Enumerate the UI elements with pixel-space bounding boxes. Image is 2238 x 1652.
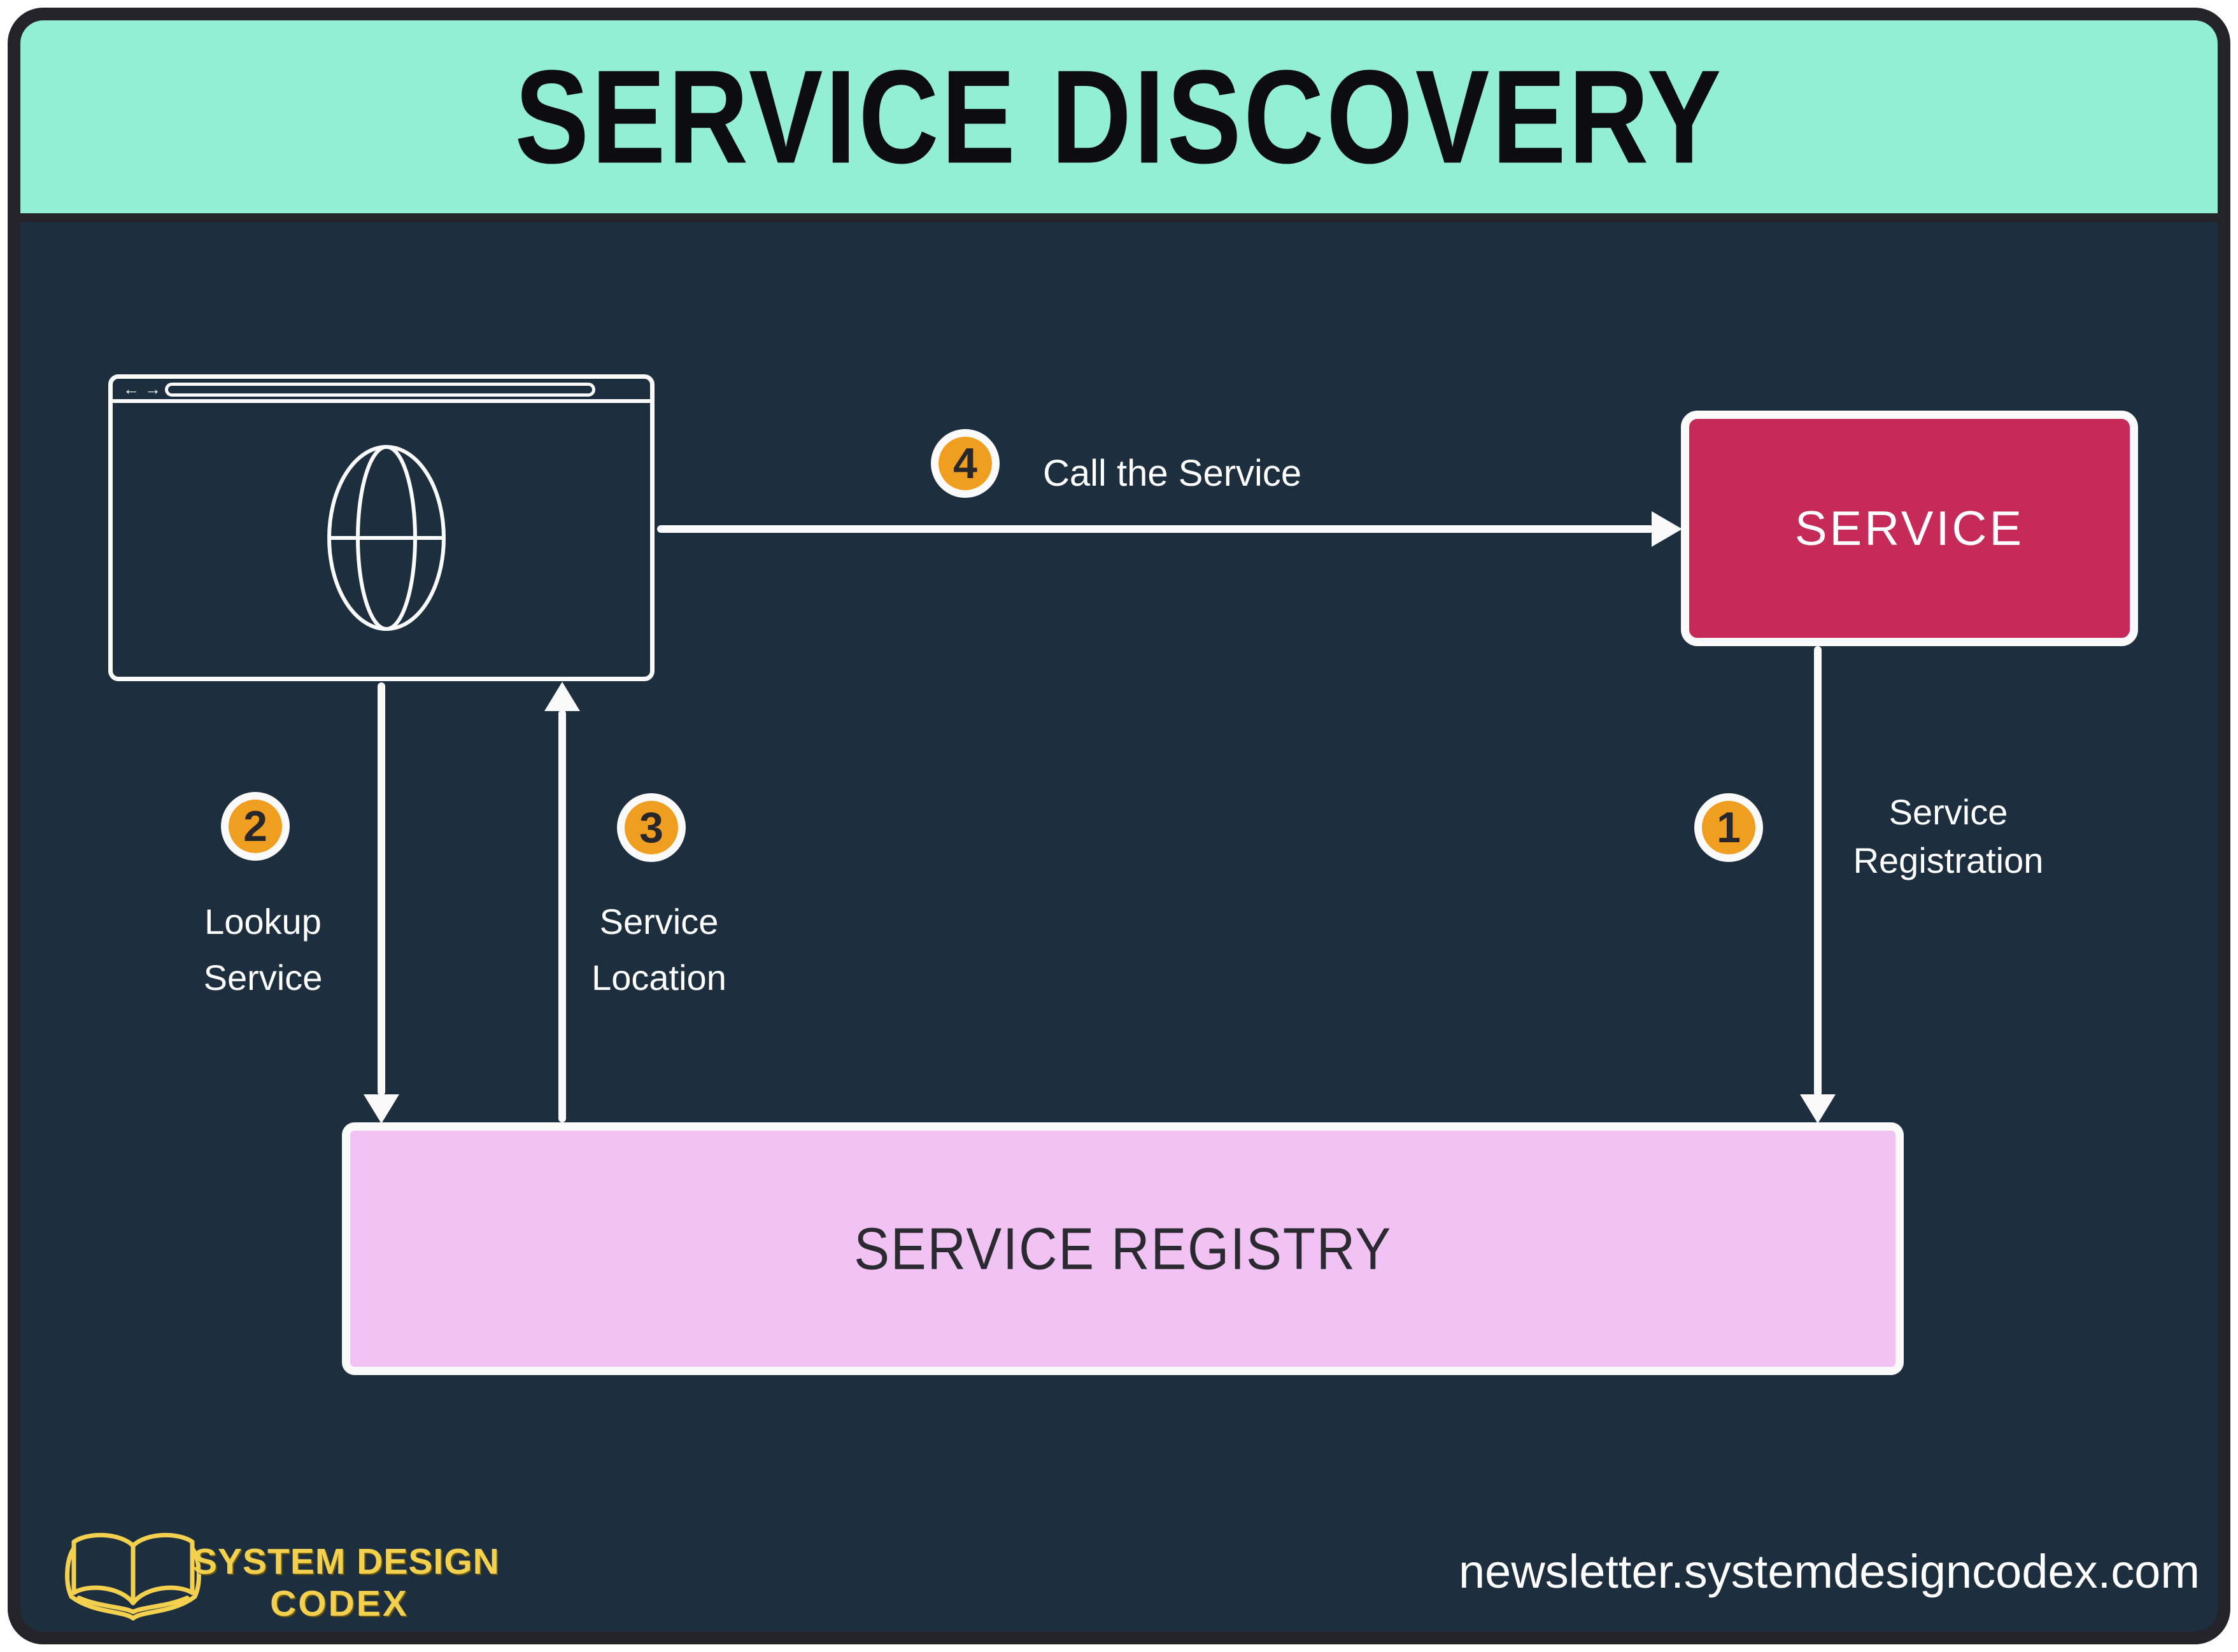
service-registry-node: SERVICE REGISTRY <box>342 1122 1904 1375</box>
back-icon: ← <box>123 379 139 399</box>
call-service-arrowhead-icon <box>1652 511 1682 547</box>
lookup-service-label-line1: Lookup <box>204 901 322 942</box>
address-bar <box>165 383 595 397</box>
service-registration-arrowhead-icon <box>1800 1094 1836 1124</box>
diagram-title: SERVICE DISCOVERY <box>514 42 1724 192</box>
service-node-label: SERVICE <box>1794 501 2025 556</box>
title-banner: SERVICE DISCOVERY <box>20 20 2218 222</box>
service-location-label-line2: Location <box>591 957 726 998</box>
globe-icon <box>327 445 446 631</box>
lookup-service-arrowhead-icon <box>364 1094 399 1124</box>
lookup-service-label-line2: Service <box>203 957 323 998</box>
service-node: SERVICE <box>1681 411 2138 646</box>
step-badge-2: 2 <box>221 792 290 861</box>
newsletter-url: newsletter.systemdesigncodex.com <box>1459 1545 2200 1598</box>
lookup-service-label: Lookup Service <box>161 894 365 1006</box>
brand-logo-text: SYSTEM DESIGN CODEX <box>193 1541 500 1625</box>
step-badge-4: 4 <box>931 429 1000 498</box>
service-registration-label-line2: Registration <box>1853 840 2044 880</box>
service-location-label: Service Location <box>557 894 761 1006</box>
lookup-service-arrow <box>378 682 385 1096</box>
step-badge-3: 3 <box>617 793 686 862</box>
brand-name-line2: CODEX <box>270 1583 409 1624</box>
browser-window: ← → <box>108 374 655 681</box>
browser-toolbar: ← → <box>113 379 650 403</box>
call-service-arrow <box>657 525 1654 533</box>
browser-nav-arrows: ← → <box>123 379 161 399</box>
step-badge-1: 1 <box>1694 793 1763 862</box>
service-registration-label-line1: Service <box>1888 792 2008 832</box>
service-location-arrow <box>558 710 566 1122</box>
diagram-canvas: SERVICE DISCOVERY ← → SERVICE SERVICE RE… <box>8 8 2230 1644</box>
forward-icon: → <box>145 379 161 399</box>
service-location-label-line1: Service <box>599 901 719 942</box>
service-registration-label: Service Registration <box>1815 788 2082 885</box>
call-service-label: Call the Service <box>1043 453 1302 494</box>
service-location-arrowhead-icon <box>544 682 580 711</box>
open-book-icon <box>65 1532 201 1621</box>
brand-name-line1: SYSTEM DESIGN <box>193 1541 500 1582</box>
service-registry-label: SERVICE REGISTRY <box>854 1215 1392 1281</box>
service-registration-arrow <box>1814 646 1822 1097</box>
